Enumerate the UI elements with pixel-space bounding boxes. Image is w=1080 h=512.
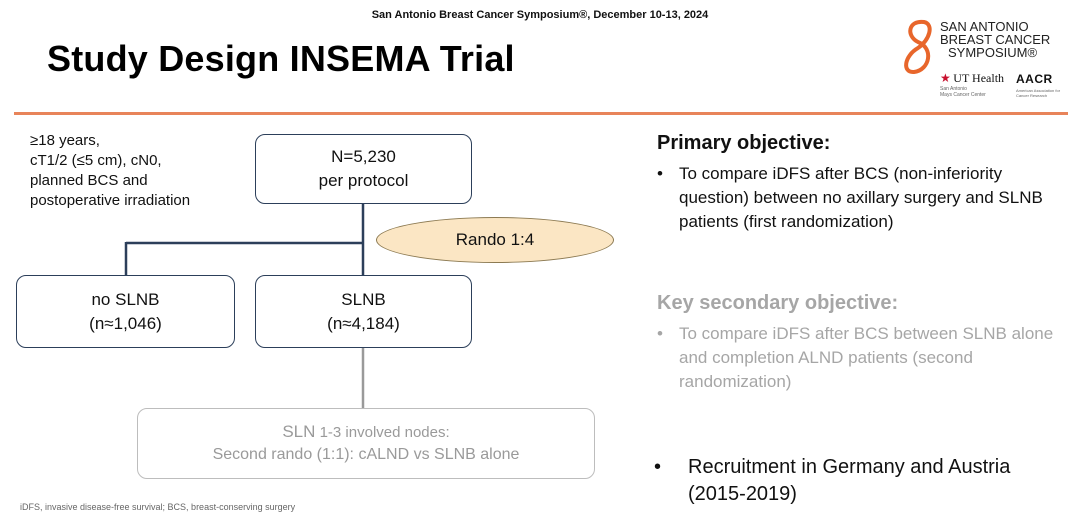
slide-title: Study Design INSEMA Trial (47, 38, 515, 79)
slnb-label: SLNB (341, 289, 386, 309)
header-divider (14, 112, 1068, 115)
involved-nodes-label: 1-3 involved nodes: (315, 424, 450, 441)
ut-star-icon: ★ (940, 71, 951, 85)
primary-objective-text: To compare iDFS after BCS (non-inferiori… (679, 164, 1043, 231)
second-box-line2: Second rando (1:1): cALND vs SLNB alone (212, 446, 520, 463)
ut-health-name: UT Health (953, 71, 1005, 85)
second-randomization-box: SLN 1-3 involved nodes: Second rando (1:… (137, 408, 595, 479)
primary-objective-heading: Primary objective: (657, 132, 831, 154)
secondary-objective-text: To compare iDFS after BCS between SLNB a… (679, 324, 1054, 391)
slnb-n: (n≈4,184) (327, 313, 400, 333)
sabcs-logo: SAN ANTONIO BREAST CANCER SYMPOSIUM® ★ U… (896, 16, 1072, 106)
ut-health-sub1: San Antonio (940, 86, 967, 92)
footnote: iDFS, invasive disease-free survival; BC… (20, 502, 296, 512)
conference-banner: San Antonio Breast Cancer Symposium®, De… (371, 9, 709, 21)
logo-text-line3: SYMPOSIUM® (948, 45, 1038, 60)
ut-health-logo: ★ UT Health San Antonio Mays Cancer Cent… (940, 71, 1004, 98)
total-label: per protocol (318, 171, 409, 190)
sln-label: SLN (282, 422, 316, 441)
aacr-logo: AACR American Association for Cancer Res… (1016, 70, 1068, 98)
slnb-box: SLNB (n≈4,184) (255, 275, 472, 348)
no-slnb-box: no SLNB (n≈1,046) (16, 275, 235, 348)
aacr-name: AACR (1016, 72, 1053, 86)
bullet-icon: • (654, 456, 662, 478)
bullet-icon: • (657, 164, 663, 183)
figure-eight-icon (904, 19, 932, 74)
eligibility-line: ≥18 years, (30, 132, 100, 149)
eligibility-criteria: ≥18 years, cT1/2 (≤5 cm), cN0, planned B… (30, 131, 245, 211)
first-randomization-ellipse: Rando 1:4 (376, 217, 614, 263)
no-slnb-n: (n≈1,046) (89, 313, 162, 333)
secondary-objective-heading: Key secondary objective: (657, 292, 899, 314)
aacr-sub: American Association for Cancer Research (1016, 88, 1061, 98)
eligibility-line: cT1/2 (≤5 cm), cN0, (30, 152, 162, 169)
total-population-box: N=5,230 per protocol (255, 134, 472, 204)
bullet-icon: • (657, 324, 663, 343)
total-n: N=5,230 (331, 147, 396, 166)
recruitment-text: Recruitment in Germany and Austria (2015… (688, 456, 1011, 505)
primary-objective-bullet: • To compare iDFS after BCS (non-inferio… (657, 162, 1067, 234)
logo-text-line2: BREAST CANCER (940, 32, 1051, 47)
recruitment-bullet: • Recruitment in Germany and Austria (20… (654, 454, 1064, 508)
eligibility-line: postoperative irradiation (30, 192, 191, 209)
second-box-line1: SLN 1-3 involved nodes: (282, 421, 449, 444)
no-slnb-label: no SLNB (91, 289, 160, 309)
ut-health-sub2: Mays Cancer Center (940, 92, 986, 98)
logo-text-line1: SAN ANTONIO (940, 19, 1029, 34)
eligibility-line: planned BCS and (30, 172, 148, 189)
secondary-objective-bullet: • To compare iDFS after BCS between SLNB… (657, 322, 1067, 394)
